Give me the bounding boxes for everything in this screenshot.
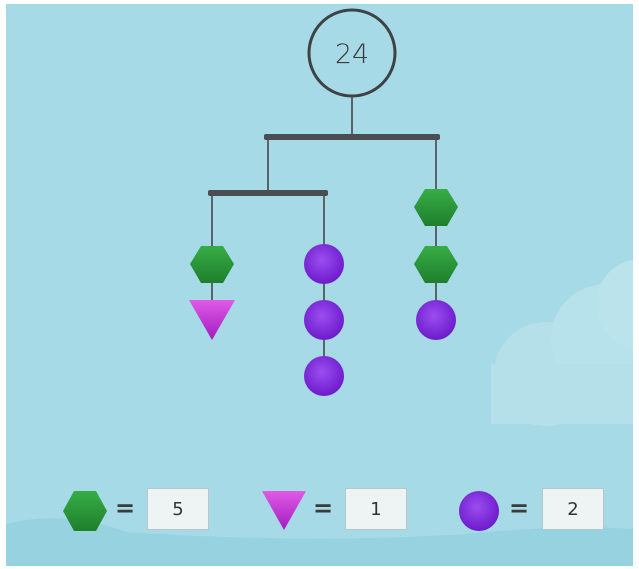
total-value: 24 <box>335 39 369 70</box>
mobile-scene: 24 <box>6 8 633 566</box>
circle-piece <box>304 356 344 396</box>
circle-piece <box>304 244 344 284</box>
left-bar <box>208 190 328 196</box>
hill-decoration <box>6 518 633 566</box>
purple-circle-icon <box>459 491 499 531</box>
hexagon-value-box[interactable]: 5 <box>147 488 209 530</box>
triangle-piece <box>189 300 235 340</box>
triangle-value-box[interactable]: 1 <box>345 488 407 530</box>
hexagon-piece <box>190 246 234 283</box>
equals-sign: = <box>115 494 136 522</box>
cloud-decoration <box>491 259 633 426</box>
hexagon-piece <box>414 189 458 226</box>
equals-sign: = <box>509 494 530 522</box>
hexagon-piece <box>414 246 458 283</box>
game-stage: 24 = 5 = 1 = 2 <box>6 4 633 566</box>
equals-sign: = <box>313 494 334 522</box>
green-hexagon-icon <box>63 491 107 531</box>
circle-piece <box>304 300 344 340</box>
top-bar <box>264 134 440 140</box>
magenta-triangle-icon <box>262 491 306 530</box>
circle-piece <box>416 300 456 340</box>
total-circle <box>307 8 397 98</box>
circle-value-box[interactable]: 2 <box>542 488 604 530</box>
